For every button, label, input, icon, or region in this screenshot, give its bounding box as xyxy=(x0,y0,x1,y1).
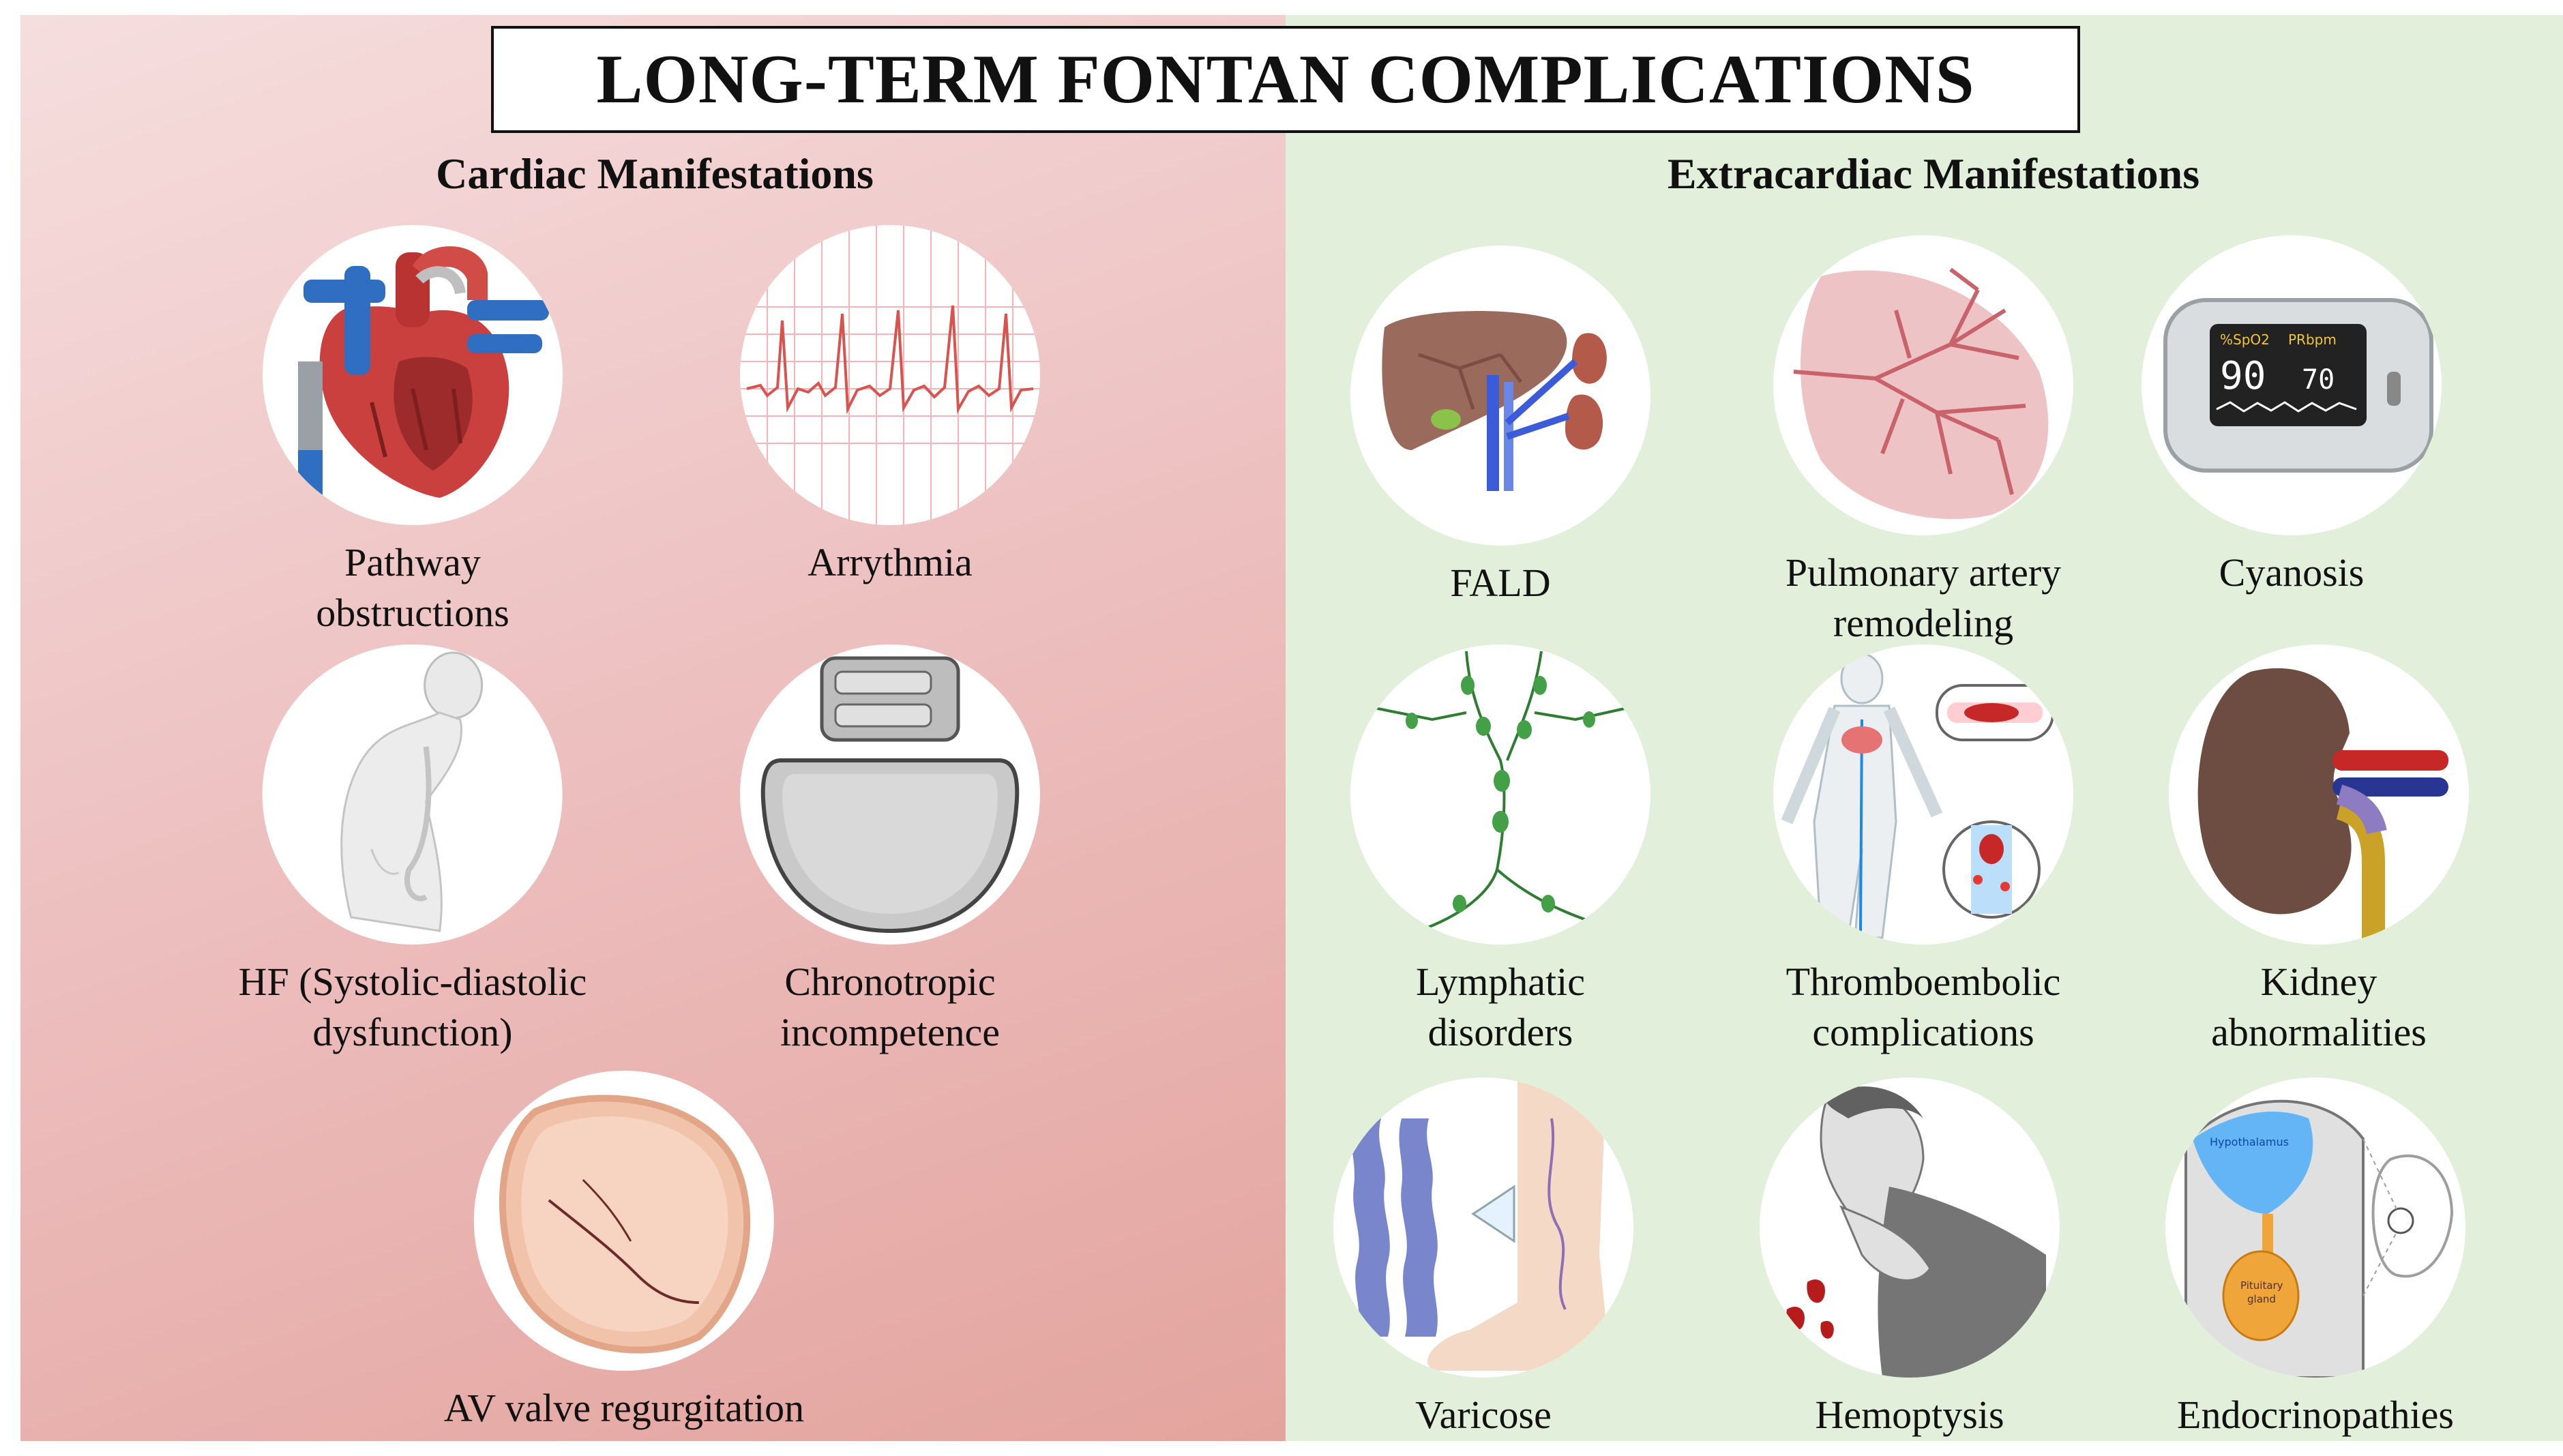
arrythmia-item: Arrythmia xyxy=(740,225,1040,588)
lung-vessels-icon xyxy=(1793,267,2049,520)
lymphatic-icon xyxy=(1363,651,1638,939)
coughing-person-icon xyxy=(1786,1086,2046,1378)
spo2-value: 90 xyxy=(2220,354,2266,398)
liver-icon xyxy=(1382,311,1607,491)
varicose-icon xyxy=(1351,1078,1622,1371)
pr-label: PRbpm xyxy=(2288,331,2337,348)
pr-value: 70 xyxy=(2302,364,2335,396)
item-label: Thromboembolic xyxy=(1786,960,2061,1004)
thrombus-icon xyxy=(1781,653,2054,939)
item-label: Pulmonary artery xyxy=(1785,550,2062,595)
hemoptysis-item: Hemoptysis xyxy=(1760,1078,2060,1440)
lymphatic-item: Lymphatic disorders xyxy=(1350,644,1650,1058)
spo2-label: %SpO2 xyxy=(2220,331,2270,348)
item-label: incompetence xyxy=(780,1010,1001,1054)
valve-icon xyxy=(499,1095,751,1354)
pulse-oximeter-icon: %SpO2 PRbpm 90 70 xyxy=(2163,298,2433,473)
pituitary-icon: Hypothalamus Pituitary gland xyxy=(2184,1099,2454,1378)
thromboembolic-item: Thromboembolic complications xyxy=(1773,644,2073,1058)
item-label: Hemoptysis xyxy=(1815,1393,2004,1437)
extracardiac-heading: Extracardiac Manifestations xyxy=(1667,149,2200,198)
pituitary-label: Pituitary xyxy=(2240,1279,2283,1292)
hunched-person-icon xyxy=(340,651,484,932)
chronotropic-incompetence-item: Chronotropic incompetence xyxy=(740,644,1040,1058)
item-label: Lymphatic xyxy=(1415,960,1586,1004)
varicose-item: Varicose xyxy=(1333,1078,1633,1440)
item-label: HF (Systolic-diastolic xyxy=(238,960,587,1004)
av-valve-item: AV valve regurgitation xyxy=(444,1071,804,1433)
item-label: FALD xyxy=(1450,561,1551,605)
fald-item: FALD xyxy=(1350,246,1650,608)
page-title: LONG-TERM FONTAN COMPLICATIONS xyxy=(596,41,1975,118)
gland-label: gland xyxy=(2247,1293,2276,1305)
item-label: Arrythmia xyxy=(808,540,973,584)
item-label: obstructions xyxy=(316,591,509,635)
pathway-obstructions-item: Pathway obstructions xyxy=(263,225,563,638)
hypothalamus-label: Hypothalamus xyxy=(2210,1135,2289,1148)
endocrinopathies-item: Hypothalamus Pituitary gland Endocrinopa… xyxy=(2165,1078,2465,1440)
cardiac-heading: Cardiac Manifestations xyxy=(436,149,874,198)
item-label: AV valve regurgitation xyxy=(443,1386,805,1430)
heart-failure-item: HF (Systolic-diastolic dysfunction) xyxy=(239,644,587,1058)
kidney-item: Kidney abnormalities xyxy=(2169,644,2469,1058)
item-label: Endocrinopathies xyxy=(2177,1393,2454,1437)
item-label: dysfunction) xyxy=(312,1010,513,1054)
kidney-icon xyxy=(2197,668,2448,945)
pulmonary-artery-item: Pulmonary artery remodeling xyxy=(1773,235,2073,649)
item-label: complications xyxy=(1812,1010,2034,1054)
item-label: disorders xyxy=(1427,1010,1573,1054)
pacemaker-icon xyxy=(760,656,1020,934)
title-box: LONG-TERM FONTAN COMPLICATIONS xyxy=(491,26,2080,133)
item-label: Kidney xyxy=(2260,960,2377,1004)
ecg-icon xyxy=(740,225,1040,525)
item-label: Chronotropic xyxy=(784,960,996,1004)
item-label: abnormalities xyxy=(2211,1010,2427,1054)
item-label: Varicose xyxy=(1415,1393,1552,1437)
item-label: Pathway xyxy=(344,540,481,584)
item-label: remodeling xyxy=(1833,601,2014,645)
heart-icon xyxy=(298,246,549,505)
item-label: Cyanosis xyxy=(2219,550,2365,595)
cyanosis-item: %SpO2 PRbpm 90 70 Cyanosis xyxy=(2142,235,2442,598)
